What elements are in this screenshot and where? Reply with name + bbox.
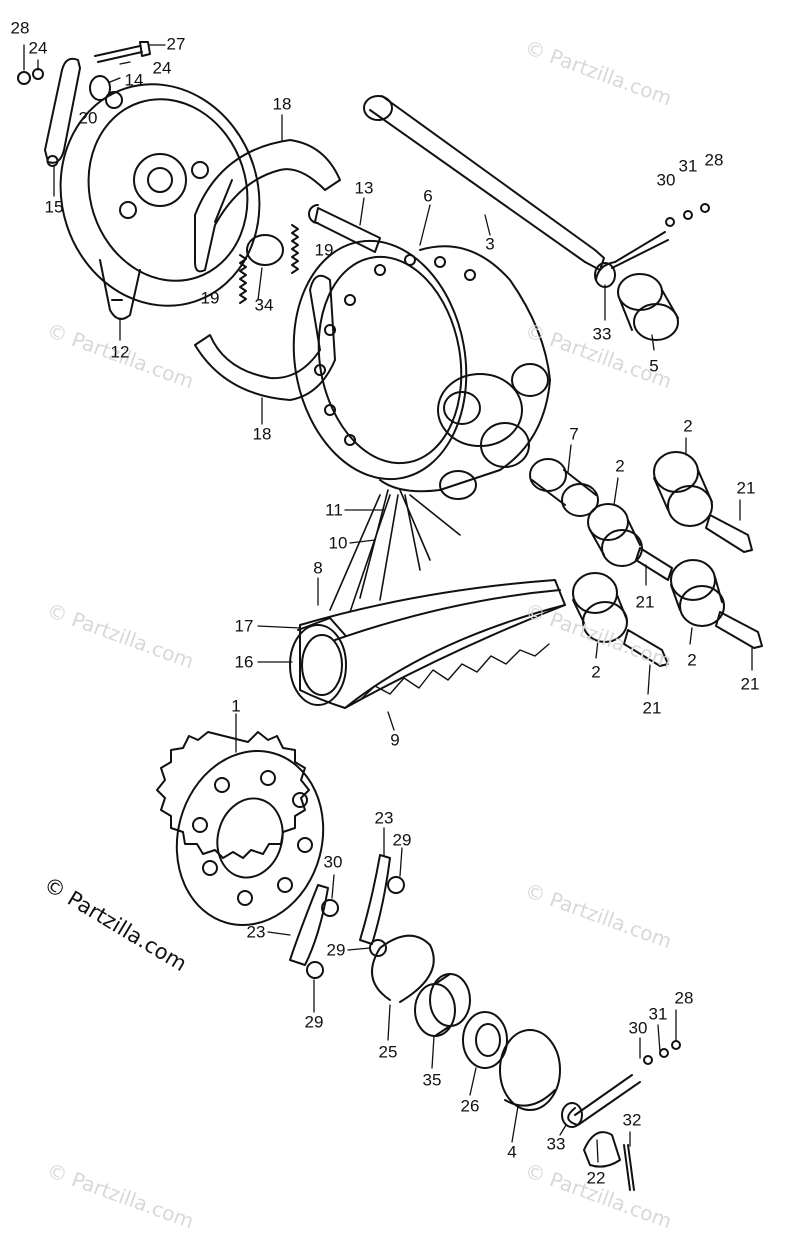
callout-30: 30 [656,170,676,190]
bolt-icon [94,41,151,63]
callout-29: 29 [304,1012,324,1032]
callout-30: 30 [323,852,343,872]
callout-26: 26 [460,1096,480,1116]
callout-21: 21 [642,698,662,718]
callout-31: 31 [678,156,698,176]
callout-12: 12 [110,342,130,362]
callout-19: 19 [200,288,220,308]
callout-34: 34 [254,295,274,315]
callout-3: 3 [485,234,495,254]
pivot-icon [246,234,284,266]
callout-23: 23 [246,922,266,942]
callout-14: 14 [124,70,144,90]
brake-shoe-lower-icon [194,274,336,401]
lock-plate-icon [289,884,329,966]
sprocket-icon [156,731,325,927]
callout-25: 25 [378,1042,398,1062]
axle-icon [363,95,605,271]
nut-icon [369,939,387,957]
damper-icon [670,559,725,627]
callout-21: 21 [635,592,655,612]
callout-24: 24 [152,58,172,78]
callout-18: 18 [272,94,292,114]
callout-2: 2 [683,416,693,436]
callout-33: 33 [592,324,612,344]
bushing-icon [529,458,599,517]
dust-cap-icon [499,1029,561,1111]
spring-icon [291,224,299,274]
damper-icon [587,503,643,567]
rim-tire-icon [299,579,566,709]
cotter-pin-icon [623,1144,635,1191]
lock-plate-icon [359,854,391,945]
nut-washer-icon [17,68,44,85]
brake-arm-icon [44,57,81,167]
callout-35: 35 [422,1070,442,1090]
nut-icon [321,899,339,917]
callout-7: 7 [569,424,579,444]
damper-bolt-icon [715,611,763,649]
callout-5: 5 [649,356,659,376]
callout-20: 20 [78,108,98,128]
damper-icon [653,451,713,527]
damper-bolt-icon [635,547,673,581]
callout-30: 30 [628,1018,648,1038]
callout-2: 2 [591,662,601,682]
spokes-icon [329,489,461,613]
callout-17: 17 [234,616,254,636]
brake-panel-icon [59,83,261,320]
callout-15: 15 [44,197,64,217]
rim-flange-icon [289,617,347,706]
spring-icon [239,254,247,304]
callout-24: 24 [28,38,48,58]
callout-16: 16 [234,652,254,672]
callout-6: 6 [423,186,433,206]
cam-icon [308,204,381,253]
callout-28: 28 [674,988,694,1008]
wheel-hub-icon [292,239,551,500]
callout-22: 22 [586,1168,606,1188]
nut-icon [306,961,324,979]
callout-18: 18 [252,424,272,444]
damper-bolt-icon [705,514,753,553]
oil-seal-icon [462,1011,508,1069]
callout-28: 28 [10,18,30,38]
adjuster-block-icon [583,1131,621,1168]
nut-icon [387,876,405,894]
callout-11: 11 [325,500,343,520]
callout-8: 8 [313,558,323,578]
callout-4: 4 [507,1142,517,1162]
callout-2: 2 [615,456,625,476]
callout-21: 21 [736,478,756,498]
damper-bolt-icon [623,629,669,667]
damper-icon [572,572,628,643]
brake-shoe-upper-icon [194,139,341,273]
callout-29: 29 [326,940,346,960]
circlip-icon [371,934,435,1003]
callout-33: 33 [546,1134,566,1154]
bearing-icon [414,973,471,1037]
callout-19: 19 [314,240,334,260]
callout-23: 23 [374,808,394,828]
callout-21: 21 [740,674,760,694]
callout-27: 27 [166,34,186,54]
callout-29: 29 [392,830,412,850]
callout-2: 2 [687,650,697,670]
callout-10: 10 [328,533,348,553]
callout-31: 31 [648,1004,668,1024]
callout-1: 1 [231,696,241,716]
callout-13: 13 [354,178,374,198]
chain-adjuster-icon [595,231,669,281]
spacer-collar-icon [617,273,679,341]
callout-28: 28 [704,150,724,170]
callout-32: 32 [622,1110,642,1130]
callout-9: 9 [390,730,400,750]
exploded-parts-diagram [17,41,763,1191]
